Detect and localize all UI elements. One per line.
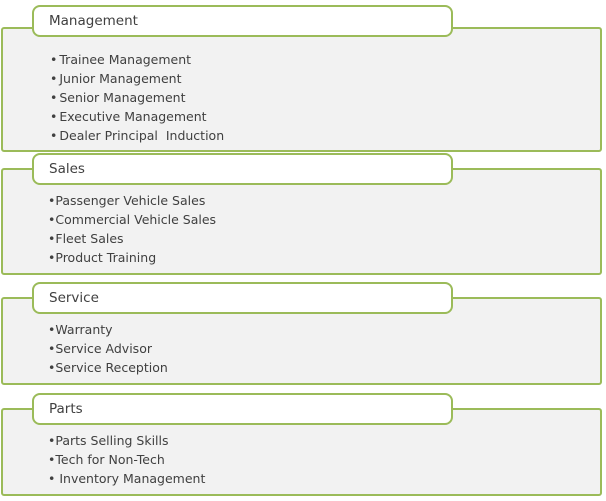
bullet-icon: • — [48, 452, 56, 467]
list-item: •Senior Management — [50, 90, 186, 105]
section-item-list: •Parts Selling Skills •Tech for Non-Tech… — [48, 431, 205, 488]
section-item-list: •Passenger Vehicle Sales •Commercial Veh… — [48, 191, 216, 267]
bullet-icon: • — [48, 360, 56, 375]
section-panel — [1, 168, 602, 275]
list-item: •Service Advisor — [48, 341, 152, 356]
section-item-list: •Trainee Management •Junior Management •… — [50, 50, 224, 145]
bullet-icon: • — [50, 109, 58, 124]
bullet-icon: • — [50, 52, 58, 67]
section-title: Sales — [49, 161, 85, 177]
list-item: •Product Training — [48, 250, 157, 265]
section-header: Parts — [32, 393, 453, 425]
list-item: •Trainee Management — [50, 52, 192, 67]
section-title: Parts — [49, 401, 83, 417]
bullet-icon: • — [48, 471, 56, 486]
bullet-icon: • — [48, 250, 56, 265]
section-header: Management — [32, 5, 453, 37]
bullet-icon: • — [48, 212, 56, 227]
bullet-icon: • — [48, 231, 56, 246]
section-title: Service — [49, 290, 99, 306]
section-title: Management — [49, 13, 138, 29]
bullet-icon: • — [48, 193, 56, 208]
list-item: •Passenger Vehicle Sales — [48, 193, 206, 208]
list-item: •Junior Management — [50, 71, 182, 86]
list-item: •Dealer Principal Induction — [50, 128, 225, 143]
list-item: •Service Reception — [48, 360, 168, 375]
list-item: •Parts Selling Skills — [48, 433, 169, 448]
bullet-icon: • — [48, 322, 56, 337]
section-header: Service — [32, 282, 453, 314]
list-item: •Tech for Non-Tech — [48, 452, 165, 467]
bullet-icon: • — [50, 71, 58, 86]
list-item: •Warranty — [48, 322, 113, 337]
bullet-icon: • — [50, 128, 58, 143]
list-item: • Inventory Management — [48, 471, 206, 486]
section-item-list: •Warranty •Service Advisor •Service Rece… — [48, 320, 168, 377]
list-item: •Fleet Sales — [48, 231, 124, 246]
section-header: Sales — [32, 153, 453, 185]
bullet-icon: • — [48, 433, 56, 448]
bullet-icon: • — [50, 90, 58, 105]
list-item: •Commercial Vehicle Sales — [48, 212, 217, 227]
list-item: •Executive Management — [50, 109, 207, 124]
bullet-icon: • — [48, 341, 56, 356]
